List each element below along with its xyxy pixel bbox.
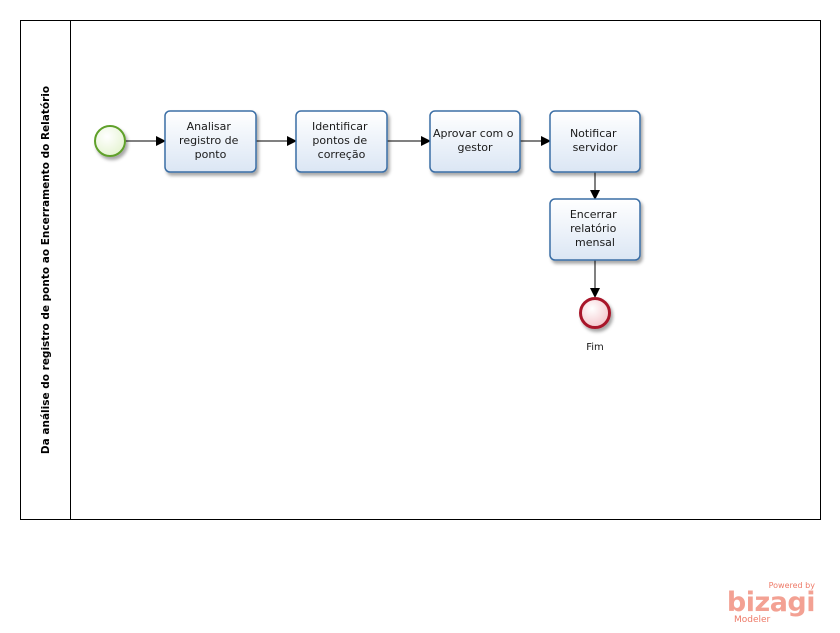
task-label-line: gestor (457, 141, 493, 154)
task-box[interactable] (164, 110, 257, 173)
task-notificar[interactable]: Notificar servidor (549, 110, 641, 173)
task-label-line: registro de (179, 134, 239, 147)
task-box[interactable] (295, 110, 388, 173)
bizagi-watermark: Powered by bizagi Modeler (727, 581, 816, 625)
end-event-group[interactable]: Fim (579, 297, 611, 354)
task-label-line: Identificar (312, 120, 368, 133)
task-label-line: Encerrar (570, 208, 617, 221)
lane-label: Da análise do registro de ponto ao Encer… (40, 86, 52, 454)
end-event[interactable] (579, 297, 611, 329)
watermark-product: Modeler (734, 615, 771, 625)
task-label-line: correção (318, 148, 366, 161)
task-label-line: mensal (575, 236, 615, 249)
task-label-line: pontos de (312, 134, 367, 147)
pool-border (20, 20, 821, 520)
task-analisar[interactable]: Analisar registro de ponto (164, 110, 257, 173)
task-aprovar[interactable]: Aprovar com o gestor (429, 110, 521, 173)
task-label-line: Analisar (187, 120, 232, 133)
task-label-line: servidor (573, 141, 618, 154)
task-label: Notificar servidor (570, 127, 620, 154)
start-event[interactable] (94, 125, 126, 157)
task-encerrar[interactable]: Encerrar relatório mensal (549, 198, 641, 261)
task-label: Aprovar com o gestor (433, 127, 517, 154)
watermark-brand: bizagi (727, 587, 815, 618)
watermark-powered-by: Powered by (769, 581, 816, 590)
task-box[interactable] (549, 110, 641, 173)
task-label-line: Aprovar com o (433, 127, 514, 140)
task-identificar[interactable]: Identificar pontos de correção (295, 110, 388, 173)
end-event-label: Fim (586, 342, 604, 353)
task-label: Analisar registro de ponto (179, 120, 242, 161)
task-label-line: relatório (570, 222, 616, 235)
task-label: Identificar pontos de correção (312, 120, 371, 161)
task-box[interactable] (549, 198, 641, 261)
task-box[interactable] (429, 110, 521, 173)
task-label-line: ponto (195, 148, 227, 161)
sequence-flows (125, 136, 600, 298)
task-label: Encerrar relatório mensal (570, 208, 620, 249)
task-label-line: Notificar (570, 127, 617, 140)
pool: Da análise do registro de ponto ao Encer… (20, 20, 821, 520)
